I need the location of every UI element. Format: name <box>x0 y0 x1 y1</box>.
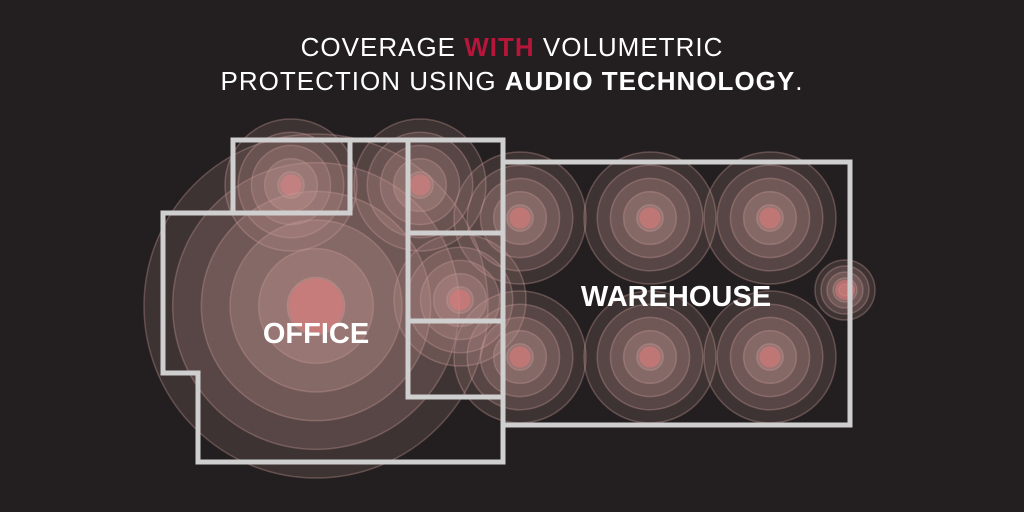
sensor-core-icon <box>280 174 302 196</box>
sensor-warehouse-6 <box>703 290 837 424</box>
sensor-core-icon <box>509 346 531 368</box>
sensor-warehouse-5 <box>583 290 717 424</box>
sensor-core-icon <box>449 289 471 311</box>
headline-strong: AUDIO TECHNOLOGY <box>504 66 796 96</box>
hall-divider <box>405 140 503 400</box>
headline-line-2: PROTECTION USING AUDIO TECHNOLOGY. <box>0 64 1024 98</box>
office-top-room <box>233 140 353 216</box>
sensor-core-icon <box>409 174 431 196</box>
sensor-core-icon <box>759 207 781 229</box>
coverage-zones <box>143 118 876 479</box>
sensor-office-main <box>143 133 489 479</box>
headline-text: VOLUMETRIC <box>534 32 724 62</box>
sensor-warehouse-2 <box>583 151 717 285</box>
headline-text: . <box>795 66 804 96</box>
headline-accent: WITH <box>464 32 535 62</box>
sensor-warehouse-7 <box>393 233 527 367</box>
office-outline <box>160 137 506 465</box>
warehouse-label: WAREHOUSE <box>581 281 771 313</box>
sensor-warehouse-8 <box>814 259 876 321</box>
warehouse-outline <box>503 159 853 428</box>
sensor-core-icon <box>288 278 344 334</box>
sensor-core-icon <box>759 346 781 368</box>
headline-line-1: COVERAGE WITH VOLUMETRIC <box>0 30 1024 64</box>
sensor-warehouse-3 <box>703 151 837 285</box>
headline: COVERAGE WITH VOLUMETRIC PROTECTION USIN… <box>0 30 1024 98</box>
headline-text: COVERAGE <box>300 32 465 62</box>
walls <box>160 137 853 465</box>
office-label: OFFICE <box>263 318 369 350</box>
sensor-warehouse-1 <box>453 151 587 285</box>
sensor-core-icon <box>509 207 531 229</box>
headline-text: PROTECTION USING <box>220 66 505 96</box>
sensor-core-icon <box>639 207 661 229</box>
sensor-warehouse-4 <box>453 290 587 424</box>
sensor-core-icon <box>639 346 661 368</box>
